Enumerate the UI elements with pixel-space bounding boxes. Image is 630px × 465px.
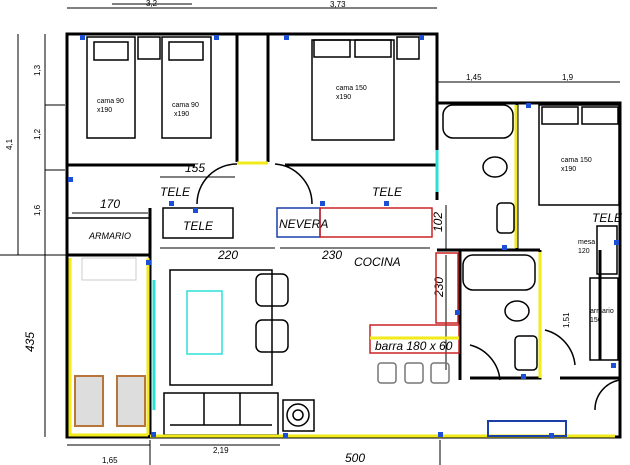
dim-bottom-mid: 2,19 (213, 446, 229, 455)
bathroom-2 (462, 254, 538, 371)
bed-single-2: cama 90 x190 (161, 36, 212, 139)
nevera-label: NEVERA (279, 217, 328, 231)
kitchen-counter (319, 207, 433, 238)
dim-bottom-total: 500 (345, 451, 365, 465)
dim-left-3: 1,6 (33, 204, 42, 216)
bench (487, 420, 567, 437)
wardrobe-right (589, 277, 619, 361)
bed-double-master: cama 150 x190 (311, 36, 420, 141)
dim-left-2: 1,2 (33, 128, 42, 140)
armchair (255, 273, 289, 307)
barra-label: barra 180 x 60 (375, 339, 453, 353)
mesa-size: 120 (578, 248, 590, 255)
yellow-lines (237, 105, 542, 378)
dim-armario-right: 1,51 (562, 312, 571, 328)
armario-right-size: 150 (590, 317, 602, 324)
bed-double-right: cama 150 x190 (538, 104, 620, 206)
dim-hall: 155 (185, 161, 205, 175)
dimension-lines (0, 3, 620, 465)
tele-hall-label: TELE (160, 185, 191, 199)
outlet-markers (68, 35, 619, 438)
deckchairs (74, 375, 146, 427)
speaker (282, 399, 315, 432)
bathroom-1 (442, 104, 515, 234)
svg-text:cama 150: cama 150 (561, 157, 592, 164)
svg-text:cama 90: cama 90 (97, 98, 124, 105)
rug (169, 269, 273, 386)
bed-single-1: cama 90 x190 (86, 36, 136, 139)
dim-bottom-left: 1,65 (102, 456, 118, 465)
tele-right-label: TELE (592, 211, 623, 225)
svg-text:x190: x190 (97, 107, 112, 114)
armchair (255, 319, 289, 353)
dim-right-bedroom: 1,9 (562, 73, 574, 82)
svg-text:x190: x190 (561, 166, 576, 173)
tele-unit-label: TELE (183, 219, 214, 233)
dim-kitchen-vertical: 230 (432, 277, 446, 298)
dim-top-master: 3,73 (330, 0, 346, 9)
tele-kitchen-label: TELE (372, 185, 403, 199)
dim-living: 220 (217, 248, 238, 262)
dim-armario: 170 (100, 197, 120, 211)
door-swings (196, 163, 621, 411)
dim-top-left: 3,2 (146, 0, 158, 8)
svg-text:cama 150: cama 150 (336, 85, 367, 92)
windows (152, 150, 439, 410)
dim-left-lower: 435 (23, 332, 37, 352)
dim-kitchen: 230 (321, 248, 342, 262)
svg-text:x190: x190 (174, 111, 189, 118)
armario-right-label: armario (590, 308, 614, 315)
coffee-table (186, 290, 223, 355)
sofa (163, 392, 279, 436)
cocina-label: COCINA (354, 255, 401, 269)
dim-bath-width: 1,45 (466, 73, 482, 82)
svg-text:cama 90: cama 90 (172, 102, 199, 109)
kitchen-counter-side (435, 252, 459, 324)
desk (596, 225, 618, 275)
dim-kitchen-depth: 102 (431, 212, 445, 232)
dim-left-1: 1,3 (33, 64, 42, 76)
wardrobe (66, 217, 151, 256)
svg-text:x190: x190 (336, 94, 351, 101)
mesa-label: mesa (578, 239, 595, 246)
bar-stools (377, 362, 450, 384)
stairs-grille (81, 257, 137, 281)
dim-left-total: 4,1 (5, 138, 14, 150)
nightstand (137, 36, 161, 60)
armario-label: ARMARIO (88, 231, 131, 241)
